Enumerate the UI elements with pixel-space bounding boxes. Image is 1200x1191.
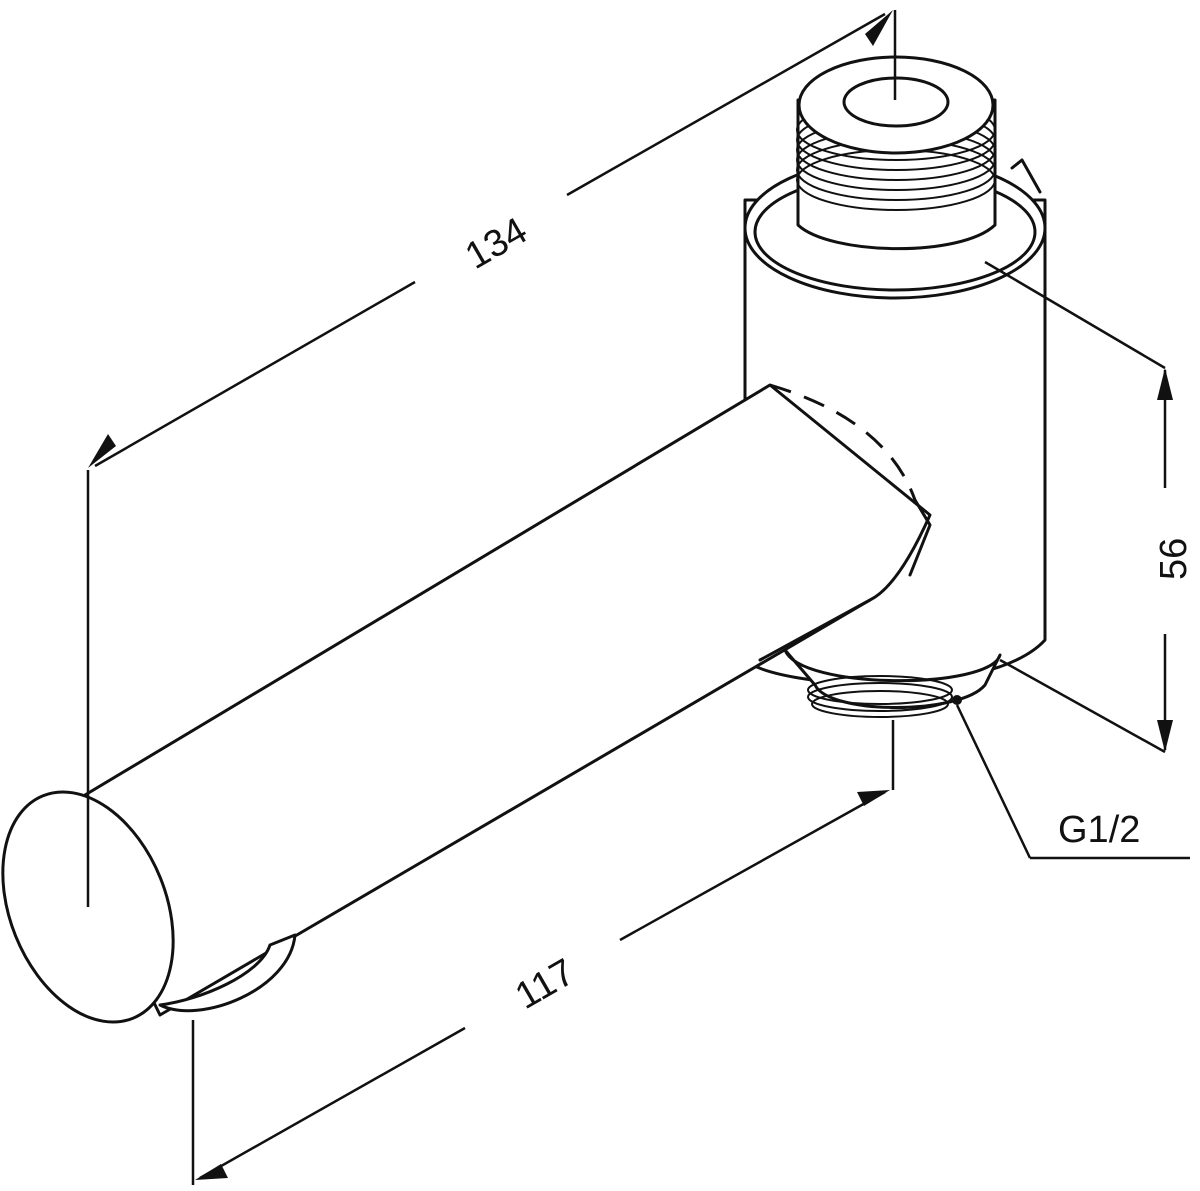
dimension-label-134: 134 <box>459 210 535 278</box>
thread-callout: G1/2 <box>955 704 1190 860</box>
top-thread-nipple <box>796 55 997 251</box>
dimension-56: 56 <box>984 260 1195 754</box>
bottom-thread-outlet <box>783 648 1002 718</box>
dimension-label-56: 56 <box>1153 538 1195 580</box>
thread-label: G1/2 <box>1058 809 1140 851</box>
dimension-label-117: 117 <box>509 951 582 1018</box>
spout-arm <box>1 383 932 1024</box>
